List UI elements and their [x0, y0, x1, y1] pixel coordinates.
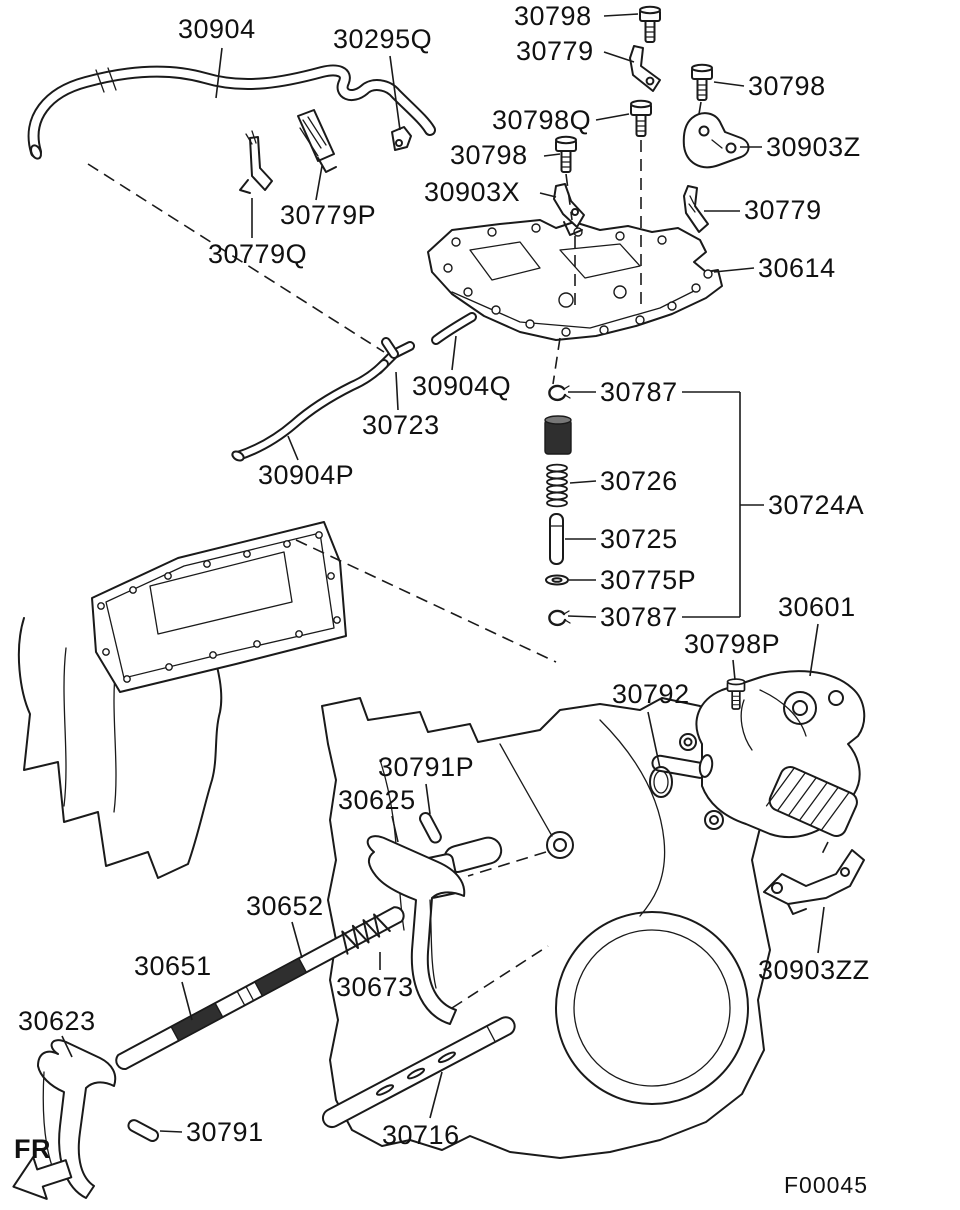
bracket-30779-right — [683, 185, 709, 233]
figure-code: F00045 — [784, 1172, 869, 1198]
part-label-30798p: 30798P — [684, 629, 781, 659]
bracket-30779-top — [629, 45, 661, 92]
part-label-30903zz: 30903ZZ — [758, 955, 870, 985]
bracket-30903x — [553, 183, 585, 236]
part-label-30904q: 30904Q — [412, 371, 512, 401]
part-label-30798q: 30798Q — [492, 105, 592, 135]
spring-30726 — [546, 463, 568, 508]
snap-ring-30787-top — [548, 384, 572, 402]
part-label-30726: 30726 — [600, 466, 678, 496]
part-label-30787-bottom: 30787 — [600, 602, 678, 632]
transfer-case-outline — [321, 697, 771, 1159]
washer-30775p — [545, 574, 569, 586]
part-label-30904: 30904 — [178, 14, 256, 44]
spring-30673 — [341, 913, 391, 955]
bracket-30779q — [239, 130, 273, 194]
bolt-30798-top — [639, 5, 661, 44]
shift-fork-30623 — [37, 1039, 117, 1199]
part-label-30791p: 30791P — [378, 752, 475, 782]
snap-ring-30787-bottom — [548, 609, 572, 627]
part-label-30724a: 30724A — [768, 490, 865, 520]
bracket-30779p — [297, 109, 337, 173]
part-label-30716: 30716 — [382, 1120, 460, 1150]
part-label-30775p: 30775P — [600, 565, 697, 595]
part-label-30601: 30601 — [778, 592, 856, 622]
part-label-30673: 30673 — [336, 972, 414, 1002]
part-label-30792: 30792 — [612, 679, 690, 709]
shift-fork-30625 — [366, 835, 503, 1025]
shift-rail-30716 — [321, 1016, 516, 1129]
part-label-30651: 30651 — [134, 951, 212, 981]
gasket-plate — [91, 521, 347, 693]
part-label-30779p: 30779P — [280, 200, 377, 230]
shift-rail-30651-30652 — [115, 906, 405, 1071]
part-label-30798-upper-right: 30798 — [748, 71, 826, 101]
hose-30904q — [431, 312, 477, 345]
bolt-30798q — [630, 99, 652, 137]
part-label-30903x: 30903X — [424, 177, 521, 207]
fr-direction-label: FR — [14, 1134, 51, 1164]
part-label-30779-top: 30779 — [516, 36, 594, 66]
hose-30904p — [231, 359, 389, 462]
detent-assembly-30724a — [544, 384, 572, 627]
part-label-30791: 30791 — [186, 1117, 264, 1147]
pin-30791p — [419, 811, 442, 844]
part-label-30295q: 30295Q — [333, 24, 433, 54]
detent-pin-30725 — [549, 513, 564, 565]
pin-30791 — [127, 1119, 160, 1142]
bracket-30903z — [682, 112, 750, 169]
construction-dashed-lines — [87, 101, 829, 1009]
detent-sleeve — [544, 419, 572, 455]
part-label-30779-right: 30779 — [744, 195, 822, 225]
part-label-30779q: 30779Q — [208, 239, 308, 269]
o-ring-30792 — [649, 766, 673, 798]
actuator-30601 — [651, 670, 866, 839]
bracket-30903zz — [763, 849, 865, 915]
fr-arrow — [12, 1156, 73, 1200]
part-label-30614: 30614 — [758, 253, 836, 283]
bolt-30798-upper-right — [691, 63, 713, 101]
clip-30295q — [391, 126, 412, 151]
leader-lines — [61, 13, 825, 1133]
part-label-30623: 30623 — [18, 1006, 96, 1036]
part-label-30787-top: 30787 — [600, 377, 678, 407]
part-label-30723: 30723 — [362, 410, 440, 440]
part-label-30904p: 30904P — [258, 460, 355, 490]
part-label-30903z: 30903Z — [766, 132, 861, 162]
part-label-30625: 30625 — [338, 785, 416, 815]
hose-30904 — [27, 64, 436, 160]
part-label-30798-top: 30798 — [514, 1, 592, 31]
part-label-30798-mid: 30798 — [450, 140, 528, 170]
part-label-30725: 30725 — [600, 524, 678, 554]
part-label-30652: 30652 — [246, 891, 324, 921]
